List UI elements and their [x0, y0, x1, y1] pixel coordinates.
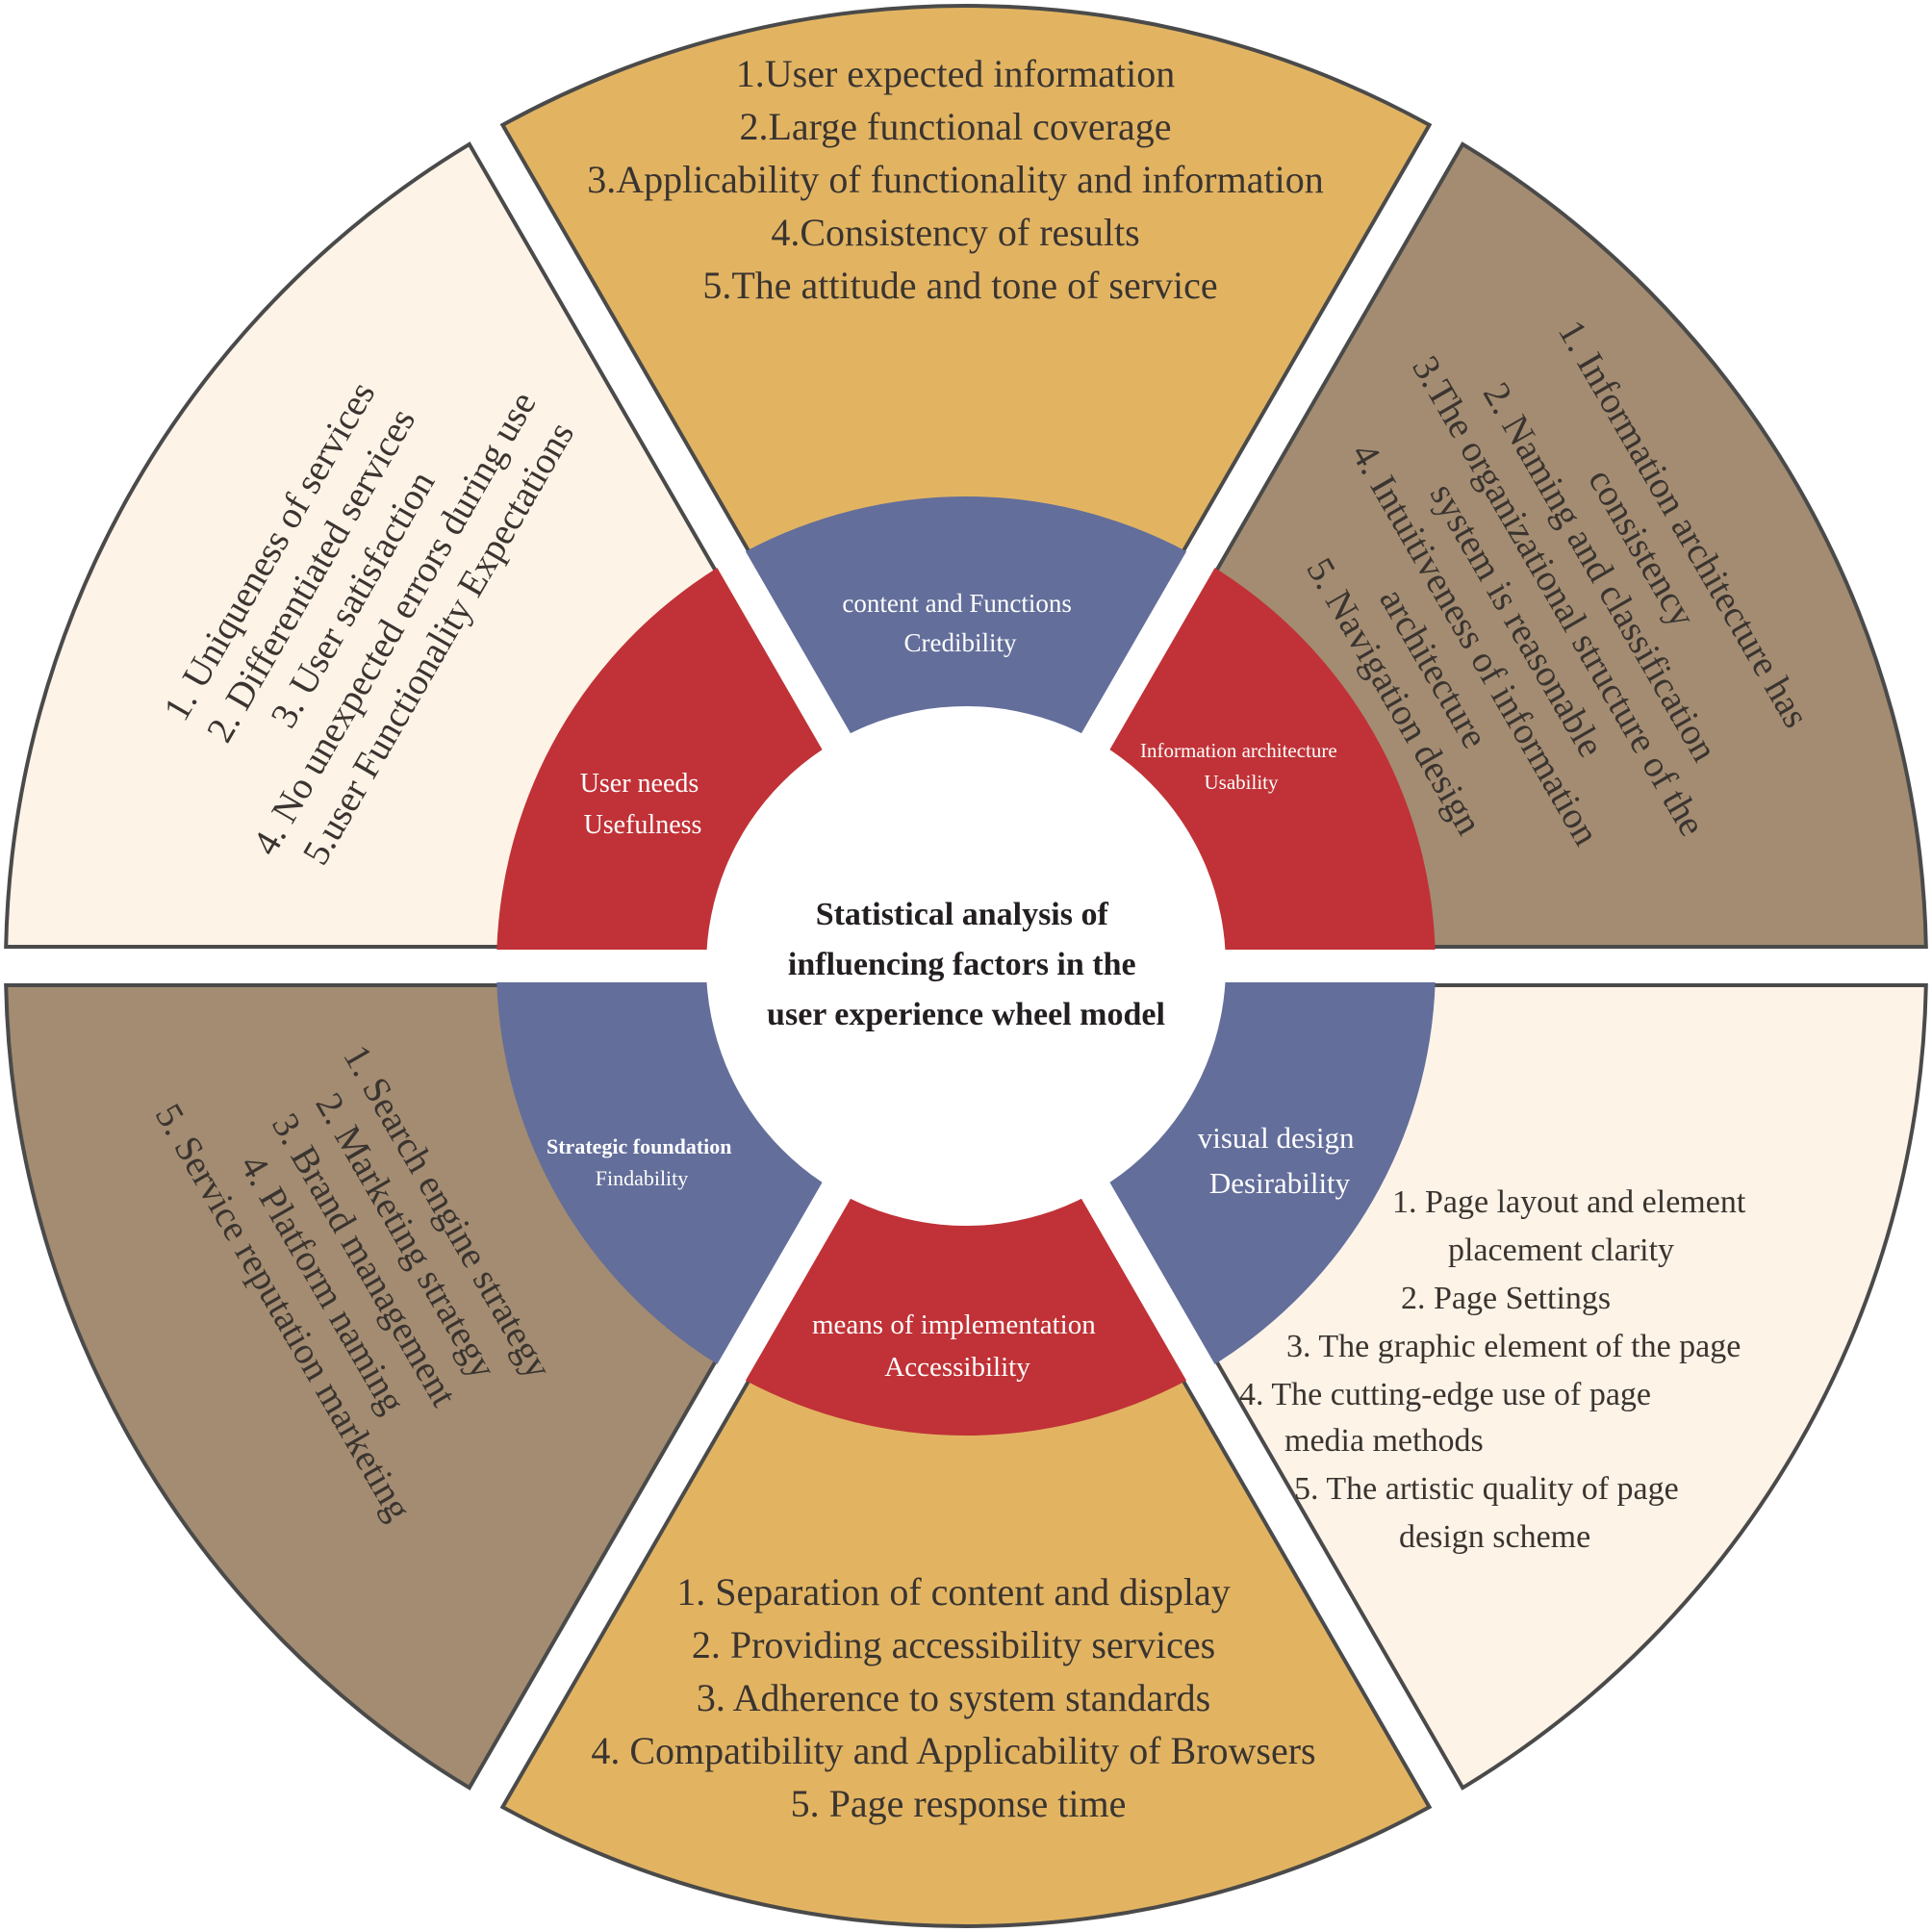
outer-list-item: placement clarity	[1448, 1233, 1674, 1268]
outer-list-item: 5. Page response time	[791, 1782, 1127, 1825]
inner-label-line: Information architecture	[1140, 739, 1337, 762]
outer-list-item: 4.Consistency of results	[771, 211, 1139, 254]
inner-label-accessibility: means of implementation Accessibility	[812, 1309, 1103, 1383]
outer-list-item: 2. Page Settings	[1401, 1281, 1611, 1316]
center-title-line: influencing factors in the	[788, 947, 1136, 982]
inner-label-findability: Strategic foundation Findability	[547, 1134, 737, 1190]
center-circle	[706, 706, 1226, 1226]
inner-label-desirability: visual design Desirability	[1198, 1121, 1362, 1200]
inner-segment-usefulness	[496, 568, 824, 950]
inner-label-line: User needs	[580, 769, 699, 799]
inner-label-line: means of implementation	[812, 1309, 1096, 1340]
inner-label-usefulness: User needs Usefulness	[580, 769, 706, 840]
outer-list-item: 5. The artistic quality of page	[1294, 1471, 1679, 1507]
outer-list-implementation: 1. Separation of content and display 2. …	[591, 1570, 1325, 1825]
inner-label-line: visual design	[1198, 1121, 1355, 1155]
outer-list-item: 2.Large functional coverage	[739, 105, 1171, 148]
inner-segment-usability	[1108, 568, 1436, 950]
inner-label-line: Desirability	[1209, 1166, 1351, 1200]
outer-list-item: media methods	[1284, 1423, 1484, 1459]
inner-label-line: Accessibility	[884, 1352, 1030, 1383]
outer-list-item: 2. Providing accessibility services	[692, 1623, 1215, 1666]
outer-list-item: 5.The attitude and tone of service	[702, 264, 1217, 307]
inner-segment-accessibility	[745, 1197, 1187, 1436]
outer-list-item: 3. Adherence to system standards	[697, 1676, 1210, 1719]
outer-list-content-functions: 1.User expected information 2.Large func…	[587, 52, 1333, 307]
outer-list-strategic-foundation: 1. Search engine strategy 2. Marketing s…	[147, 1001, 586, 1527]
inner-label-line: Usability	[1205, 771, 1279, 794]
outer-list-item: 3.Applicability of functionality and inf…	[587, 158, 1323, 201]
inner-label-usability: Information architecture Usability	[1140, 739, 1342, 794]
inner-label-line: content and Functions	[842, 589, 1071, 618]
inner-ring	[496, 496, 1436, 1436]
inner-label-credibility: content and Functions Credibility	[842, 589, 1078, 657]
outer-list-item: 1. Page layout and element	[1392, 1184, 1746, 1220]
outer-list-visual-design: 1. Page layout and element placement cla…	[1239, 1184, 1754, 1555]
inner-label-line: Credibility	[904, 628, 1017, 657]
center-title-line: Statistical analysis of	[816, 897, 1109, 932]
outer-list-item: 4. Compatibility and Applicability of Br…	[591, 1729, 1315, 1772]
outer-list-item: 3. The graphic element of the page	[1286, 1329, 1741, 1364]
inner-label-line: Strategic foundation	[547, 1134, 732, 1158]
outer-list-item: 1.User expected information	[736, 52, 1176, 95]
outer-list-item: 4. The cutting-edge use of page	[1239, 1377, 1651, 1412]
inner-segment-credibility	[745, 496, 1187, 735]
inner-label-line: Usefulness	[584, 810, 702, 840]
inner-segment-findability	[496, 982, 824, 1364]
inner-label-line: Findability	[596, 1166, 689, 1190]
center-title-line: user experience wheel model	[767, 997, 1165, 1032]
outer-list-item: 1. Separation of content and display	[676, 1570, 1230, 1614]
outer-list-item: design scheme	[1399, 1519, 1590, 1555]
inner-segment-desirability	[1108, 982, 1436, 1364]
outer-ring	[4, 4, 1928, 1928]
center-title: Statistical analysis of influencing fact…	[767, 897, 1165, 1032]
